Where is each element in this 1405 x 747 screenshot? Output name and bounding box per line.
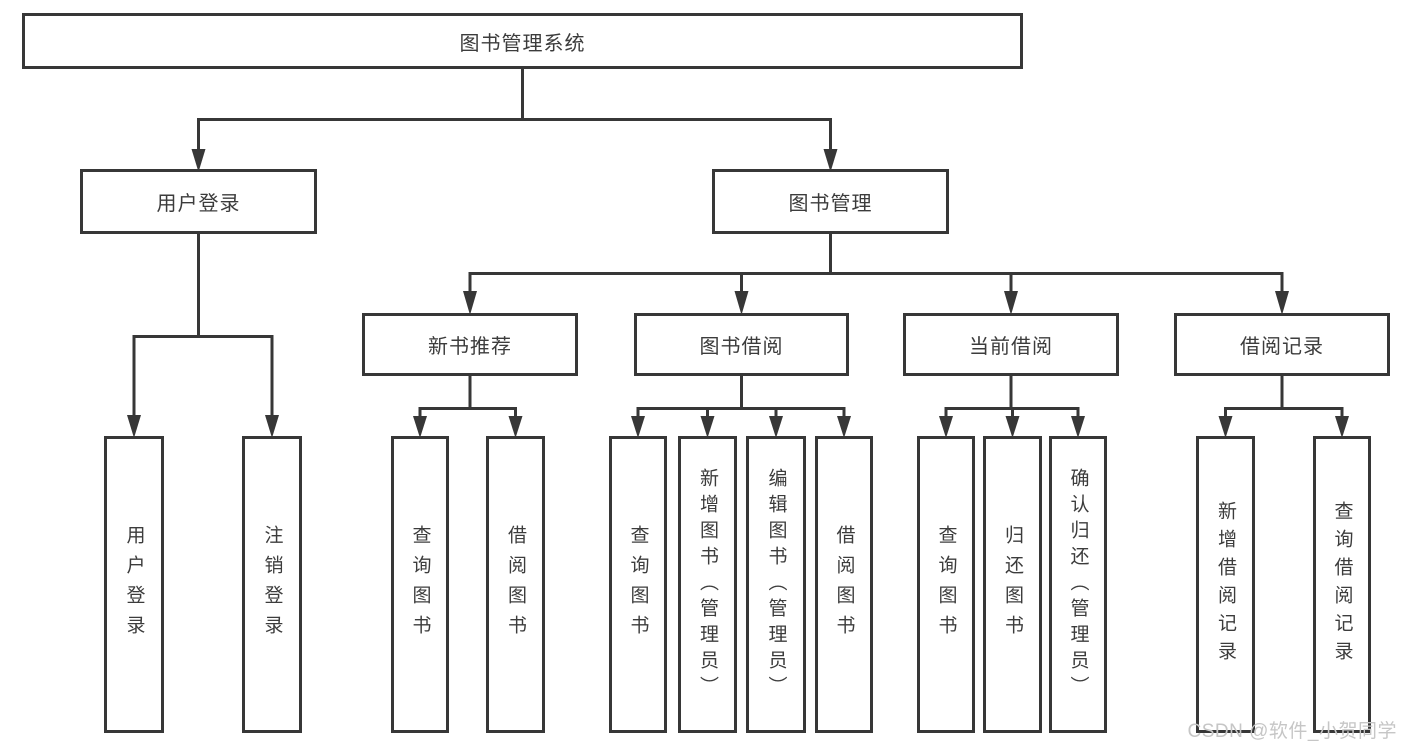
node-label: 用户登录 xyxy=(123,524,145,645)
node-label: 编辑图书（管理员） xyxy=(765,467,787,702)
leaf-query-book-2: 查询图书 xyxy=(609,436,667,733)
node-label: 用户登录 xyxy=(156,193,241,215)
leaf-borrow-book-2: 借阅图书 xyxy=(815,436,873,733)
node-label: 归还图书 xyxy=(1002,524,1023,645)
node-label: 查询图书 xyxy=(409,524,431,645)
node-label: 查询图书 xyxy=(627,524,649,645)
leaf-edit-book-admin: 编辑图书（管理员） xyxy=(746,436,806,733)
node-book-borrow: 图书借阅 xyxy=(634,313,849,376)
leaf-query-borrow-record: 查询借阅记录 xyxy=(1313,436,1371,733)
node-label: 新增借阅记录 xyxy=(1215,500,1236,669)
node-label: 借阅记录 xyxy=(1240,336,1324,358)
leaf-return-book: 归还图书 xyxy=(983,436,1042,733)
node-book-management: 图书管理 xyxy=(712,169,949,234)
node-label: 注销登录 xyxy=(261,524,283,645)
node-label: 借阅图书 xyxy=(505,524,526,645)
node-label: 确认归还（管理员） xyxy=(1067,467,1089,702)
node-label: 图书借阅 xyxy=(699,336,784,358)
node-label: 新书推荐 xyxy=(428,336,512,358)
leaf-logout-login: 注销登录 xyxy=(242,436,302,733)
node-label: 图书管理 xyxy=(788,193,873,215)
leaf-user-login: 用户登录 xyxy=(104,436,164,733)
node-current-borrow: 当前借阅 xyxy=(903,313,1119,376)
csdn-watermark: CSDN @软件_小贺同学 xyxy=(1187,721,1397,742)
leaf-query-book-3: 查询图书 xyxy=(917,436,975,733)
node-label: 图书管理系统 xyxy=(459,32,586,55)
node-label: 查询图书 xyxy=(935,524,957,645)
node-label: 查询借阅记录 xyxy=(1331,500,1353,669)
leaf-add-book-admin: 新增图书（管理员） xyxy=(678,436,737,733)
node-label: 当前借阅 xyxy=(969,336,1053,358)
node-new-book-recommend: 新书推荐 xyxy=(362,313,578,376)
leaf-query-book-1: 查询图书 xyxy=(391,436,449,733)
node-user-login: 用户登录 xyxy=(80,169,317,234)
node-label: 借阅图书 xyxy=(833,524,855,645)
node-label: 新增图书（管理员） xyxy=(697,467,718,702)
leaf-borrow-book-1: 借阅图书 xyxy=(486,436,545,733)
node-root: 图书管理系统 xyxy=(22,13,1023,69)
leaf-confirm-return-admin: 确认归还（管理员） xyxy=(1049,436,1107,733)
node-borrow-records: 借阅记录 xyxy=(1174,313,1390,376)
leaf-add-borrow-record: 新增借阅记录 xyxy=(1196,436,1255,733)
